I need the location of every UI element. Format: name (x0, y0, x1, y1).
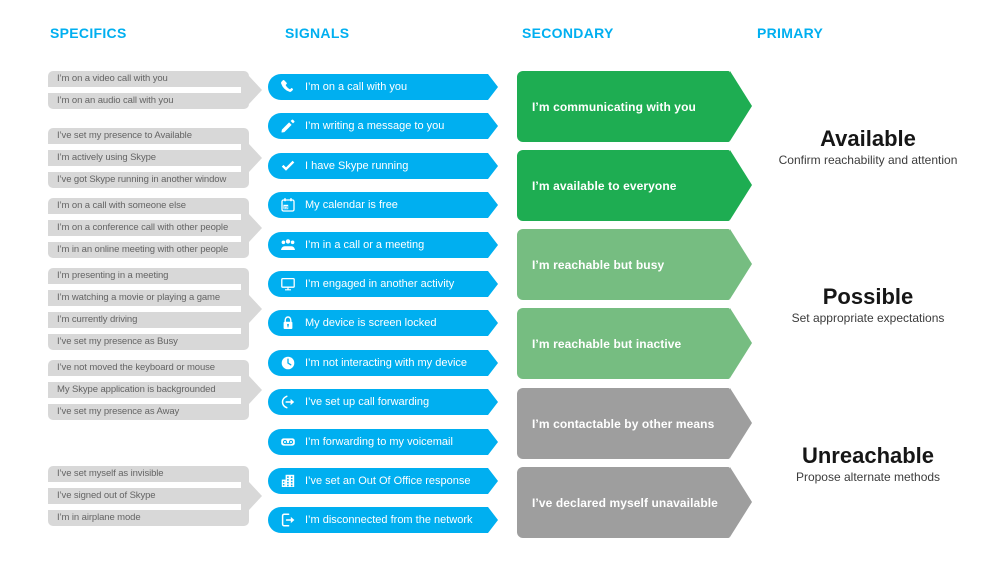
signal-pill: I have Skype running (268, 153, 498, 179)
voicemail-icon (280, 434, 296, 450)
separator (48, 236, 241, 242)
specific-item: I’m watching a movie or playing a game (57, 292, 221, 303)
primary-subtitle: Confirm reachability and attention (778, 153, 958, 167)
specific-item: I’ve not moved the keyboard or mouse (57, 362, 215, 373)
secondary-label: I’m reachable but inactive (532, 336, 682, 351)
building-icon (280, 473, 296, 489)
pencil-icon (280, 118, 296, 134)
primary-state-possible: Possible Set appropriate expectations (752, 284, 984, 326)
separator (48, 284, 241, 290)
specific-item: I’ve set myself as invisible (57, 468, 164, 479)
secondary-state-other-means: I’m contactable by other means (517, 388, 752, 459)
signal-label: I have Skype running (305, 160, 409, 172)
column-header-signals: SIGNALS (285, 25, 350, 41)
primary-state-unreachable: Unreachable Propose alternate methods (752, 443, 984, 485)
check-icon (280, 158, 296, 174)
specifics-group-4: I’m presenting in a meeting I’m watching… (48, 268, 262, 350)
separator (48, 398, 241, 404)
sign-out-icon (280, 512, 296, 528)
specifics-group-2: I’ve set my presence to Available I’m ac… (48, 128, 262, 188)
signal-label: I’m writing a message to you (305, 120, 445, 132)
specific-item: I’m actively using Skype (57, 152, 156, 163)
specific-item: I’m currently driving (57, 314, 138, 325)
specifics-group-1: I’m on a video call with you I’m on an a… (48, 71, 262, 109)
separator (48, 328, 241, 334)
primary-title: Available (820, 126, 916, 151)
signal-label: I’ve set an Out Of Office response (305, 475, 471, 487)
signal-pill: I’m on a call with you (268, 74, 498, 100)
specific-item: I’ve signed out of Skype (57, 490, 156, 501)
specific-item: I’ve set my presence as Busy (57, 336, 178, 347)
secondary-state-unavailable: I’ve declared myself unavailable (517, 467, 752, 538)
signal-label: I’m forwarding to my voicemail (305, 436, 453, 448)
secondary-state-busy: I’m reachable but busy (517, 229, 752, 300)
secondary-state-inactive: I’m reachable but inactive (517, 308, 752, 379)
specific-item: I’m on a conference call with other peop… (57, 222, 229, 233)
separator (48, 166, 241, 172)
signal-pill: I’m writing a message to you (268, 113, 498, 139)
call-forward-icon (280, 394, 296, 410)
signal-pill: My device is screen locked (268, 310, 498, 336)
separator (48, 144, 241, 150)
specific-item: My Skype application is backgrounded (57, 384, 216, 395)
signal-label: I’ve set up call forwarding (305, 396, 430, 408)
specific-item: I’m on a call with someone else (57, 200, 186, 211)
monitor-icon (280, 276, 296, 292)
signal-label: I’m not interacting with my device (305, 357, 468, 369)
primary-title: Possible (822, 284, 914, 309)
secondary-label: I’m communicating with you (532, 99, 696, 114)
specific-item: I’m in an online meeting with other peop… (57, 244, 229, 255)
signal-label: I’m disconnected from the network (305, 514, 473, 526)
specific-item: I’m presenting in a meeting (57, 270, 169, 281)
signal-pill: I’m forwarding to my voicemail (268, 429, 498, 455)
separator (48, 87, 241, 93)
secondary-label: I’m reachable but busy (532, 257, 665, 272)
specifics-group-5: I’ve not moved the keyboard or mouse My … (48, 360, 262, 420)
lock-icon (280, 315, 296, 331)
signal-label: My calendar is free (305, 199, 398, 211)
column-header-specifics: SPECIFICS (50, 25, 127, 41)
separator (48, 306, 241, 312)
primary-subtitle: Propose alternate methods (795, 470, 941, 484)
separator (48, 504, 241, 510)
specific-item: I’ve got Skype running in another window (57, 174, 227, 185)
separator (48, 482, 241, 488)
svg-text:23: 23 (284, 204, 289, 209)
people-icon (280, 237, 296, 253)
secondary-label: I’m available to everyone (532, 178, 677, 193)
secondary-state-available: I’m available to everyone (517, 150, 752, 221)
primary-subtitle: Set appropriate expectations (791, 311, 945, 325)
phone-icon (280, 79, 296, 95)
signal-label: I’m in a call or a meeting (305, 239, 425, 251)
specifics-group-6: I’ve set myself as invisible I’ve signed… (48, 466, 262, 526)
signal-pill: I’m in a call or a meeting (268, 232, 498, 258)
signal-label: My device is screen locked (305, 317, 437, 329)
signal-pill: I’m not interacting with my device (268, 350, 498, 376)
specific-item: I’m on a video call with you (57, 73, 168, 84)
specific-item: I’ve set my presence as Away (57, 406, 180, 417)
signal-pill: I’m disconnected from the network (268, 507, 498, 533)
primary-title: Unreachable (801, 443, 935, 468)
specific-item: I’ve set my presence to Available (57, 130, 192, 141)
calendar-icon: 23 (280, 197, 296, 213)
clock-icon (280, 355, 296, 371)
specifics-group-3: I’m on a call with someone else I’m on a… (48, 198, 262, 258)
primary-state-available: Available Confirm reachability and atten… (752, 126, 984, 168)
secondary-label: I’ve declared myself unavailable (532, 495, 718, 510)
separator (48, 214, 241, 220)
column-header-primary: PRIMARY (757, 25, 824, 41)
signal-pill: I’ve set up call forwarding (268, 389, 498, 415)
specific-item: I’m on an audio call with you (57, 95, 174, 106)
separator (48, 376, 241, 382)
signal-pill: 23 My calendar is free (268, 192, 498, 218)
secondary-label: I’m contactable by other means (532, 416, 715, 431)
specific-item: I’m in airplane mode (57, 512, 141, 523)
column-header-secondary: SECONDARY (522, 25, 614, 41)
signal-label: I’m engaged in another activity (305, 278, 455, 290)
signal-label: I’m on a call with you (305, 81, 408, 93)
secondary-state-communicating: I’m communicating with you (517, 71, 752, 142)
signal-pill: I’ve set an Out Of Office response (268, 468, 498, 494)
signal-pill: I’m engaged in another activity (268, 271, 498, 297)
